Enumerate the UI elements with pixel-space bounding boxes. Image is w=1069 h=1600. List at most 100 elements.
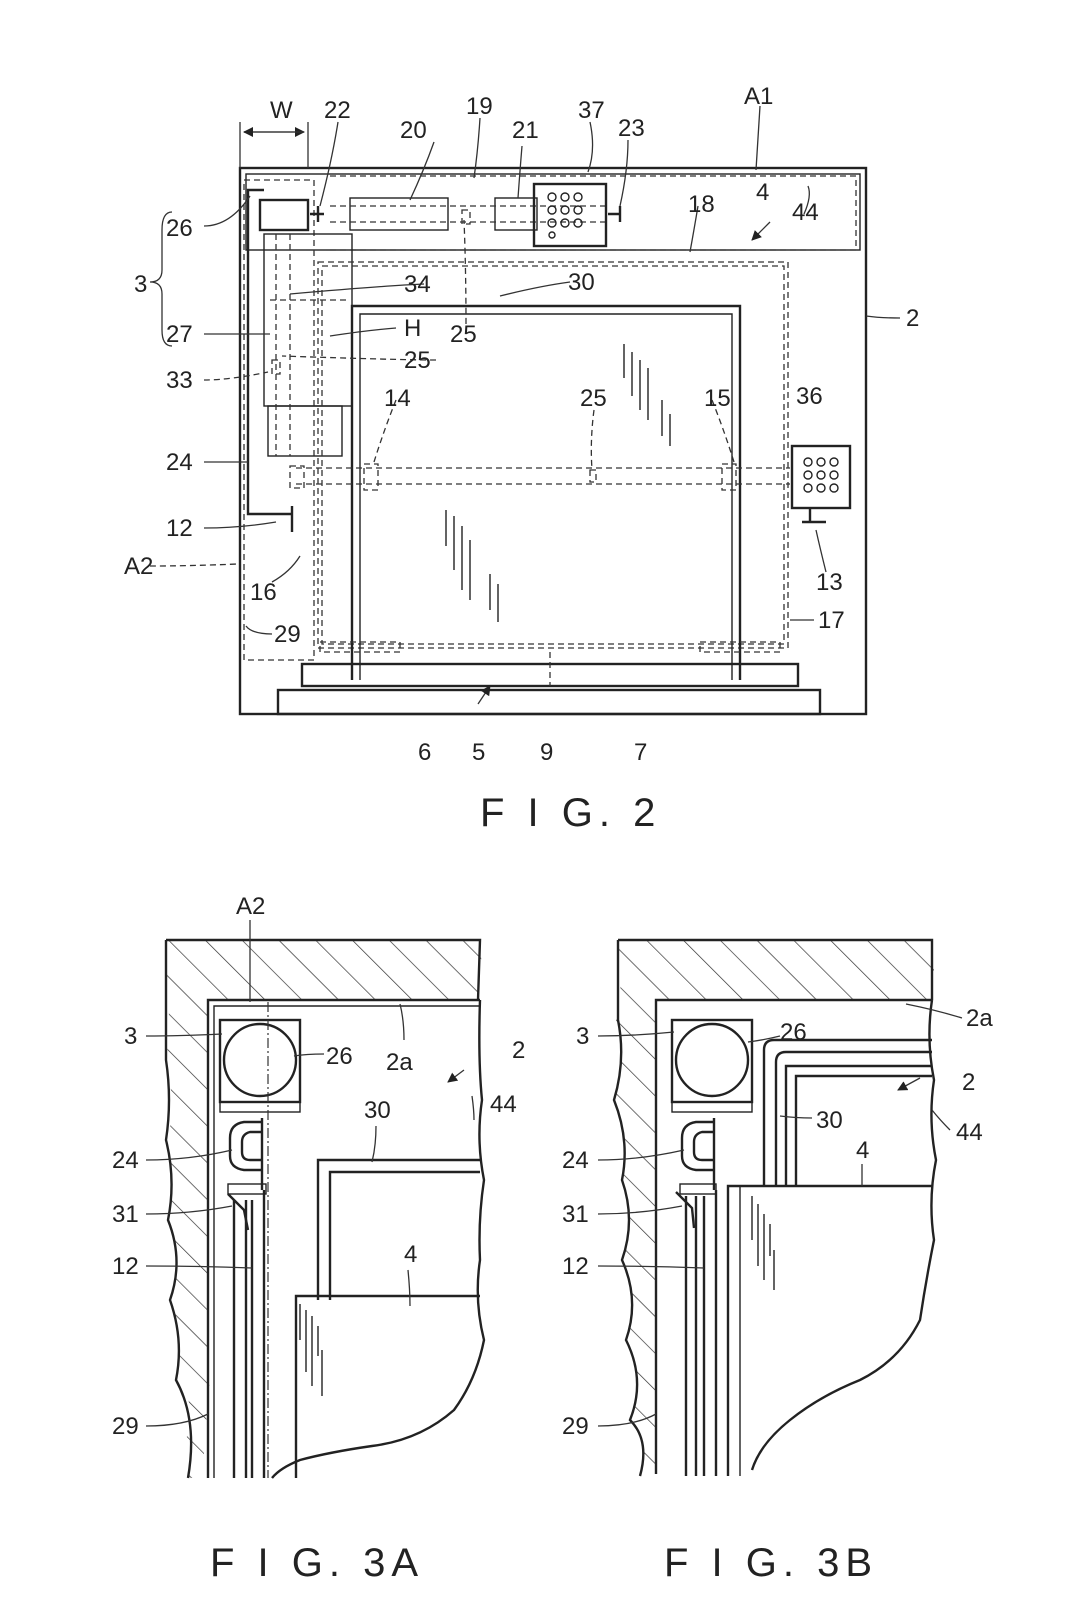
label-25-a: 25 — [450, 321, 477, 348]
label-17: 17 — [818, 607, 845, 634]
fig3a-part-26-box — [218, 1018, 302, 1104]
fig3a-break-right — [271, 999, 486, 1479]
part-13-bolt — [802, 508, 826, 524]
fig3a-wall-hatch — [166, 940, 482, 1478]
part-27-lower — [267, 405, 343, 457]
part-23-bolt — [608, 206, 622, 222]
part-37-holes — [547, 192, 583, 239]
fig3b-label-24: 24 — [562, 1147, 589, 1174]
fig3a-label-44: 44 — [490, 1091, 517, 1118]
figure-3a: A2 3 26 2a 2 44 30 24 31 12 4 29 F I G. … — [112, 893, 525, 1585]
caption-fig3b: F I G. 3B — [664, 1541, 878, 1585]
label-25-b: 25 — [404, 347, 431, 374]
fig3a-part-24-clip — [228, 1120, 262, 1172]
fig3b-part-31-seal — [675, 1191, 696, 1229]
label-a1: A1 — [744, 83, 773, 110]
part-37-box — [532, 182, 608, 248]
label-34: 34 — [404, 271, 431, 298]
label-15: 15 — [704, 385, 731, 412]
part-20-rail — [349, 197, 449, 231]
label-19: 19 — [466, 93, 493, 120]
figure-2-leaders — [149, 105, 901, 635]
label-21: 21 — [512, 117, 539, 144]
fig3b-glass-4 — [726, 1184, 932, 1476]
label-13: 13 — [816, 569, 843, 596]
caption-fig2: F I G. 2 — [480, 791, 661, 835]
fig3a-glass-4 — [294, 1294, 480, 1478]
fig3b-part-26-box — [670, 1018, 754, 1104]
label-3: 3 — [134, 271, 147, 298]
fig3b-label-44: 44 — [956, 1119, 983, 1146]
label-w: W — [270, 97, 293, 124]
label-16: 16 — [250, 579, 277, 606]
label-23: 23 — [618, 115, 645, 142]
figure-2: W 22 20 19 21 37 23 A1 4 44 18 26 3 34 3… — [124, 83, 919, 835]
label-20: 20 — [400, 117, 427, 144]
label-36: 36 — [796, 383, 823, 410]
fig3a-label-24: 24 — [112, 1147, 139, 1174]
label-12: 12 — [166, 515, 193, 542]
label-6: 6 — [418, 739, 431, 766]
part-27-column — [263, 233, 353, 407]
part-22-bolt — [310, 206, 324, 222]
fig3a-label-4: 4 — [404, 1241, 417, 1268]
fig3b-leaders — [597, 1003, 963, 1427]
fig3b-glass-shading — [751, 1196, 775, 1290]
part-12-bolt — [285, 506, 294, 532]
label-30: 30 — [568, 269, 595, 296]
door-frame-30 — [350, 304, 742, 680]
label-25-c: 25 — [580, 385, 607, 412]
floor-5-9 — [276, 688, 822, 716]
fig3a-label-30: 30 — [364, 1097, 391, 1124]
label-29: 29 — [274, 621, 301, 648]
fig3a-label-26: 26 — [326, 1043, 353, 1070]
label-14: 14 — [384, 385, 411, 412]
fig3b-label-30: 30 — [816, 1107, 843, 1134]
label-4: 4 — [756, 179, 769, 206]
label-33: 33 — [166, 367, 193, 394]
part-26-block — [258, 198, 310, 232]
label-22: 22 — [324, 97, 351, 124]
fig3b-frame-30 — [762, 1038, 932, 1186]
guide-frame-18 — [317, 261, 789, 649]
fig3b-part-24-clip — [680, 1120, 714, 1172]
label-5: 5 — [472, 739, 485, 766]
part-24-line — [246, 188, 285, 516]
fig3b-label-31: 31 — [562, 1201, 589, 1228]
caption-fig3a: F I G. 3A — [210, 1541, 424, 1585]
label-37: 37 — [578, 97, 605, 124]
label-7: 7 — [634, 739, 647, 766]
fig3a-label-29: 29 — [112, 1413, 139, 1440]
label-44: 44 — [792, 199, 819, 226]
fig3b-wall-hatch — [614, 940, 934, 1476]
fig3a-wall-edge — [164, 940, 193, 1479]
glass-shading — [445, 344, 671, 622]
fig3b-part-26-roller — [674, 1022, 750, 1098]
label-27: 27 — [166, 321, 193, 348]
fig3b-label-4: 4 — [856, 1137, 869, 1164]
label-9: 9 — [540, 739, 553, 766]
label-a2: A2 — [124, 553, 153, 580]
fig3a-part-26-roller — [222, 1022, 298, 1098]
label-18: 18 — [688, 191, 715, 218]
fig3a-label-31: 31 — [112, 1201, 139, 1228]
part-21-block — [494, 197, 538, 231]
label-26: 26 — [166, 215, 193, 242]
fig3a-label-2a: 2a — [386, 1049, 413, 1076]
figure-3b: 2a 3 26 2 30 44 4 24 31 12 29 F I G. 3B — [562, 938, 993, 1585]
part-36-holes — [803, 457, 839, 493]
label-2: 2 — [906, 305, 919, 332]
fig3b-wall-edge — [612, 940, 645, 1477]
fig3b-break-right — [750, 999, 938, 1471]
fig3a-label-2: 2 — [512, 1037, 525, 1064]
label-h: H — [404, 315, 421, 342]
part-36-box — [790, 444, 852, 510]
fig3b-label-2: 2 — [962, 1069, 975, 1096]
fig3a-label-a2: A2 — [236, 893, 265, 920]
fig3b-label-3: 3 — [576, 1023, 589, 1050]
area-a1-dashed — [330, 175, 857, 251]
fig3b-label-26: 26 — [780, 1019, 807, 1046]
area-a2-box — [243, 179, 315, 661]
fig3b-label-12: 12 — [562, 1253, 589, 1280]
